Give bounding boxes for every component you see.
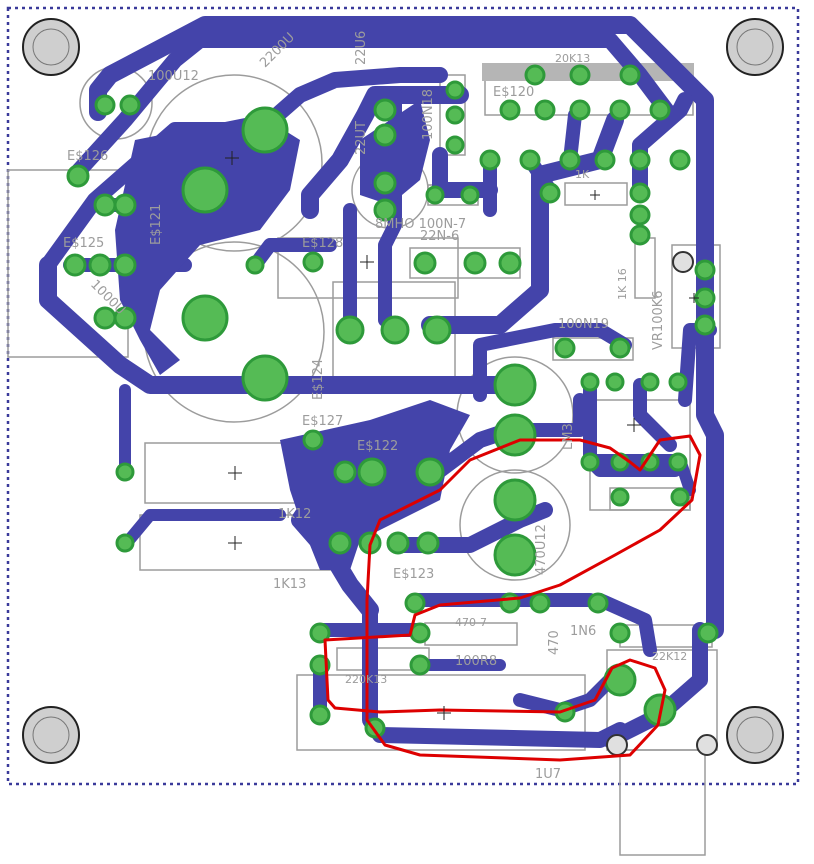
label-c-100n18: 100N18 [421, 89, 436, 140]
label-vr100k6: VR100K6 [651, 290, 666, 350]
label-c-1k16: 1K 16 [616, 268, 629, 300]
label-lm3: LM3 [561, 423, 576, 450]
label-c-220k13: 220K13 [345, 673, 387, 686]
label-c-22k12: 22K12 [652, 650, 687, 663]
label-c-1n6: 1N6 [570, 624, 596, 639]
label-c-470-7: 470-7 [455, 616, 487, 629]
label-c-22u6: 22U6 [354, 31, 369, 65]
mounting-hole-bottom-right [726, 706, 784, 764]
label-c-20k13: 20K13 [555, 52, 590, 65]
connector-pins [606, 251, 718, 756]
label-c-1k13: 1K13 [273, 577, 306, 592]
label-c-1k: 1K [575, 168, 590, 181]
label-es127: E$127 [302, 414, 343, 429]
ground-zone-left [115, 115, 300, 375]
label-c-22u: 22UT [354, 121, 369, 155]
large-pads [181, 106, 677, 727]
mounting-hole-top-left [22, 18, 80, 76]
pad-c2-neg [241, 354, 289, 402]
label-c-22n6: 22N-6 [420, 229, 459, 244]
label-es122: E$122 [357, 439, 398, 454]
silk-labels: 2200U 22U6 20K13 100U12 E$126 E$125 E$12… [63, 30, 687, 782]
label-es121: E$121 [149, 204, 164, 245]
pad-c1-neg [241, 106, 289, 154]
mounting-hole-bottom-left [22, 706, 80, 764]
label-c-100r8: 100R8 [455, 654, 497, 669]
label-c-1u7: 1U7 [535, 767, 561, 782]
label-c-1k12: 1K12 [278, 507, 311, 522]
label-c-470: 470 [547, 630, 562, 655]
highlighted-net [323, 434, 702, 762]
label-c-8mho: 8MHO 100N-7 [375, 217, 466, 232]
label-c-100u12: 100U12 [148, 69, 199, 84]
origin-markers [225, 151, 699, 720]
copper-zones [115, 100, 470, 570]
label-c-100n19: 100N19 [558, 317, 609, 332]
label-es120: E$120 [493, 85, 534, 100]
label-es128: E$128 [302, 236, 343, 251]
board-outline [6, 6, 800, 786]
pad-c2-pos [181, 294, 229, 342]
label-es125: E$125 [63, 236, 104, 251]
label-es123: E$123 [393, 567, 434, 582]
mounting-holes [22, 18, 784, 764]
mounting-hole-top-right [726, 18, 784, 76]
pad-c1-pos [181, 166, 229, 214]
label-c-470u12: 470U12 [534, 524, 549, 575]
label-es124: E$124 [311, 359, 326, 400]
label-es126: E$126 [67, 149, 108, 164]
